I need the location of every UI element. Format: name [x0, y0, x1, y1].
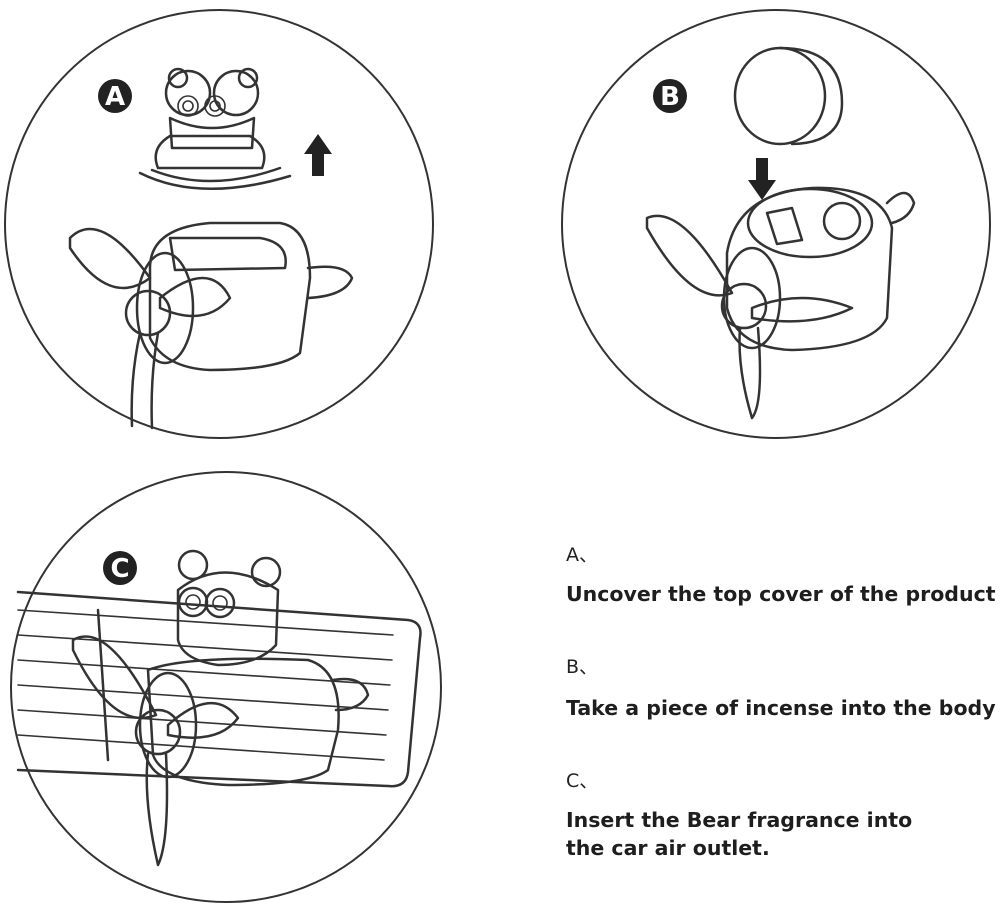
badge-b: B [653, 79, 687, 113]
badge-b-letter: B [660, 82, 680, 112]
panel-c-illustration: C [8, 470, 444, 904]
step-b-text: Take a piece of incense into the body [566, 696, 996, 720]
airplane-body-c [71, 635, 370, 867]
air-vent [16, 590, 422, 788]
panel-c-svg: C [10, 471, 442, 903]
step-b-letter: B、 [566, 656, 599, 678]
panel-c-circle [10, 471, 442, 903]
panel-a-illustration: A [0, 8, 438, 440]
panel-b-illustration: B [552, 8, 1000, 440]
badge-c-letter: C [110, 554, 129, 584]
arrow-down-icon [748, 158, 776, 200]
step-a-text: Uncover the top cover of the product [566, 582, 996, 606]
panel-a-svg: A [4, 9, 434, 439]
panel-b-svg: B [561, 9, 991, 439]
arrow-up-icon [304, 134, 332, 176]
step-a-letter: A、 [566, 544, 598, 566]
incense-disc [733, 46, 844, 146]
panel-b-circle [561, 9, 991, 439]
panel-a-circle [4, 9, 434, 439]
badge-a-letter: A [105, 82, 125, 112]
airplane-body-a [68, 221, 354, 430]
airplane-body-b [645, 186, 916, 420]
step-c-text: Insert the Bear fragrance into the car a… [566, 808, 913, 860]
badge-c: C [103, 551, 137, 585]
step-c-letter: C、 [566, 770, 599, 792]
bear-lid [138, 67, 292, 191]
bear-on-plane [176, 549, 282, 667]
badge-a: A [98, 79, 132, 113]
